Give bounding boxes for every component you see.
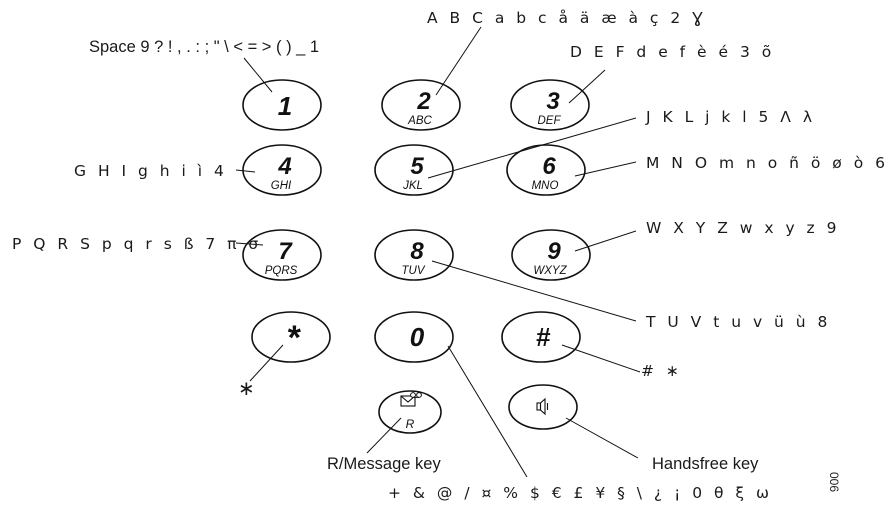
key-7-letters: PQRS bbox=[265, 265, 298, 277]
leader-line-9 bbox=[574, 230, 637, 252]
callout-key-3: D E F d e f è é 3 õ bbox=[570, 43, 775, 61]
callout-key-9: W X Y Z w x y z 9 bbox=[646, 219, 840, 237]
leader-line-5 bbox=[427, 117, 637, 179]
leader-line-2 bbox=[435, 26, 482, 96]
key-7: 7 PQRS bbox=[242, 229, 322, 281]
callout-key-8: T U V t u v ü ù 8 bbox=[646, 313, 831, 331]
key-9: 9 WXYZ bbox=[511, 229, 591, 281]
key-9-digit: 9 bbox=[547, 238, 561, 265]
leader-line-4 bbox=[235, 169, 256, 173]
key-9-letters: WXYZ bbox=[533, 265, 567, 277]
key-3-letters: DEF bbox=[538, 115, 562, 127]
leader-line-7 bbox=[235, 242, 264, 246]
keypad-diagram: 1 2 ABC 3 DEF 4 GHI 5 JKL 6 MNO bbox=[12, 9, 885, 502]
key-5-digit: 5 bbox=[410, 153, 424, 180]
callout-key-7: P Q R S p q r s ß 7 π σ bbox=[12, 235, 262, 253]
key-6: 6 MNO bbox=[506, 144, 586, 196]
callout-key-2: A B C a b c å ä æ à ç 2 Ɣ bbox=[427, 9, 707, 27]
leader-line-8 bbox=[431, 260, 637, 322]
key-7-digit: 7 bbox=[278, 238, 293, 265]
callout-handsfree-key: Handsfree key bbox=[652, 455, 759, 473]
speaker-icon bbox=[536, 397, 549, 416]
leader-line-1 bbox=[243, 57, 273, 93]
figure-id: 006 bbox=[827, 472, 841, 493]
key-4-digit: 4 bbox=[277, 153, 291, 180]
message-icon bbox=[400, 392, 422, 407]
key-4-letters: GHI bbox=[271, 180, 292, 192]
key-8: 8 TUV bbox=[374, 229, 454, 281]
key-8-digit: 8 bbox=[410, 238, 424, 265]
key-6-letters: MNO bbox=[532, 180, 559, 192]
callout-key-0: + & @ / ¤ % $ € £ ¥ § \ ¿ ¡ 0 θ ξ ω bbox=[388, 484, 773, 502]
callout-key-star: ∗ bbox=[238, 376, 255, 400]
key-1: 1 bbox=[242, 79, 322, 131]
leader-line-r bbox=[366, 417, 402, 454]
key-4: 4 GHI bbox=[242, 144, 322, 196]
key-0: 0 bbox=[374, 311, 454, 363]
key-5-letters: JKL bbox=[402, 180, 423, 192]
key-8-letters: TUV bbox=[402, 265, 426, 277]
key-6-digit: 6 bbox=[542, 153, 556, 180]
callout-key-4: G H I g h i ì 4 bbox=[74, 162, 228, 180]
key-hash: # bbox=[501, 311, 581, 363]
leader-line-3 bbox=[568, 69, 606, 104]
key-2-letters: ABC bbox=[407, 115, 432, 127]
leader-line-6 bbox=[574, 161, 637, 177]
leader-line-0 bbox=[447, 345, 528, 478]
callout-key-1: Space 9 ? ! , . : ; " \ < = > ( ) _ 1 bbox=[89, 38, 320, 56]
key-0-digit: 0 bbox=[410, 322, 425, 352]
key-handsfree bbox=[508, 384, 578, 430]
key-hash-symbol: # bbox=[536, 322, 551, 352]
leader-line-handsfree bbox=[565, 417, 639, 459]
callout-key-hash: # ∗ bbox=[641, 362, 683, 380]
key-5: 5 JKL bbox=[374, 144, 454, 196]
key-3-digit: 3 bbox=[546, 88, 560, 115]
leader-line-hash bbox=[561, 344, 641, 373]
key-r-letter: R bbox=[406, 417, 415, 431]
key-3: 3 DEF bbox=[510, 79, 590, 131]
callout-key-6: M N O m n o ñ ö ø ò 6 bbox=[646, 154, 888, 172]
callout-r-message-key: R/Message key bbox=[327, 455, 441, 473]
key-star-symbol: * bbox=[286, 319, 301, 357]
callout-key-5: J K L j k l 5 Λ λ bbox=[646, 108, 816, 126]
keypad-drawing: 1 2 ABC 3 DEF 4 GHI 5 JKL 6 MNO bbox=[235, 26, 641, 478]
key-2: 2 ABC bbox=[381, 79, 461, 131]
key-2-digit: 2 bbox=[416, 88, 431, 115]
leader-line-star bbox=[249, 344, 284, 382]
key-1-digit: 1 bbox=[278, 91, 292, 121]
key-r-message: R bbox=[378, 390, 442, 434]
key-star: * bbox=[251, 311, 331, 363]
leader-lines bbox=[235, 26, 641, 478]
